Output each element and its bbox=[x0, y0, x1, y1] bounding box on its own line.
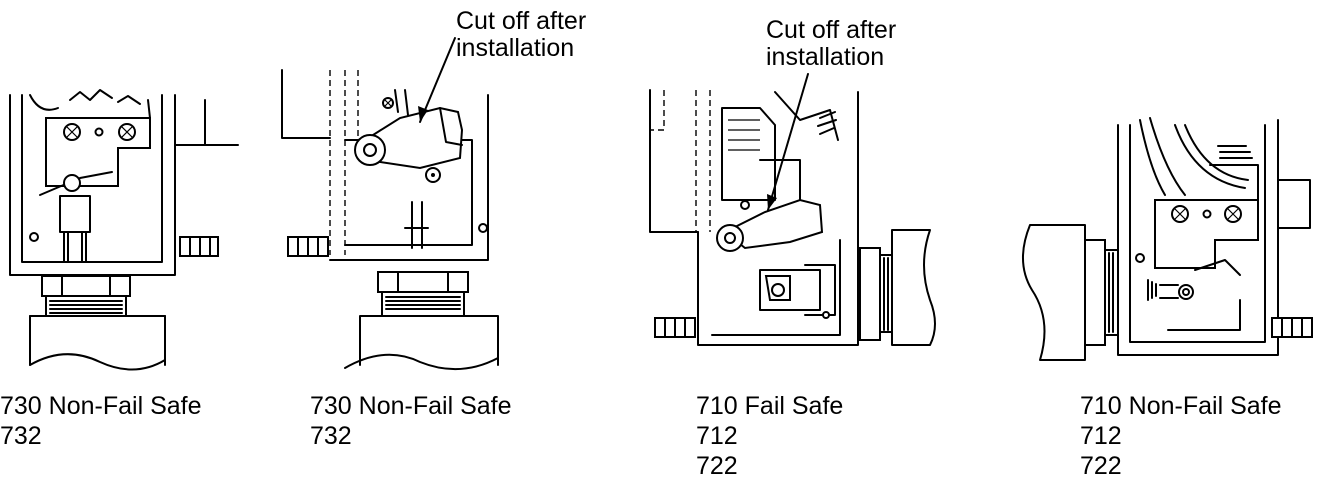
caption-line: 722 bbox=[1080, 452, 1122, 480]
figure-3-drawing bbox=[649, 73, 936, 346]
caption-line: 710 Fail Safe bbox=[696, 392, 844, 420]
figure-3-note: Cut off after installation bbox=[766, 17, 896, 71]
figure-2-drawing bbox=[281, 37, 499, 371]
caption-line: 712 bbox=[1080, 422, 1122, 450]
note-line: Cut off after bbox=[766, 16, 897, 44]
figure-2-note: Cut off after installation bbox=[456, 8, 586, 62]
caption-line: 732 bbox=[0, 422, 42, 450]
caption-line: 712 bbox=[696, 422, 738, 450]
caption-line: 722 bbox=[696, 452, 738, 480]
caption-line: 710 Non-Fail Safe bbox=[1080, 392, 1282, 420]
caption-line: 730 Non-Fail Safe bbox=[0, 392, 202, 420]
note-line: installation bbox=[766, 43, 885, 71]
figure-1-drawing bbox=[9, 89, 239, 371]
caption-line: 730 Non-Fail Safe bbox=[310, 392, 512, 420]
figure-2-caption: 730 Non-Fail Safe 732 bbox=[310, 391, 512, 451]
caption-line: 732 bbox=[310, 422, 352, 450]
figure-1-caption: 730 Non-Fail Safe 732 bbox=[0, 391, 202, 451]
note-line: Cut off after bbox=[456, 7, 587, 35]
figure-4-caption: 710 Non-Fail Safe 712 722 bbox=[1080, 391, 1282, 481]
figure-3-caption: 710 Fail Safe 712 722 bbox=[696, 391, 843, 481]
note-line: installation bbox=[456, 34, 575, 62]
figure-4-drawing bbox=[1021, 117, 1313, 361]
